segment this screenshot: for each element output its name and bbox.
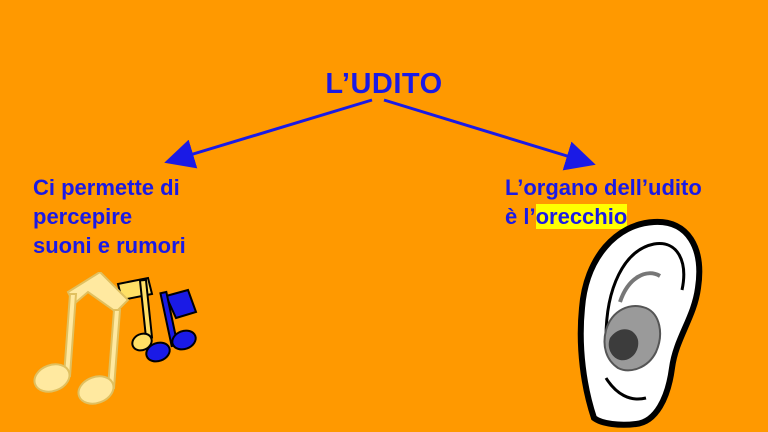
right-line-2-prefix: è l’ [505,204,536,229]
ear-antihelix [618,271,661,303]
big-note-icon [33,272,130,405]
ear-icon [577,218,703,428]
music-notes-icon [33,272,198,405]
right-line-1: L’organo dell’udito [505,175,702,200]
arrow-left [164,98,373,169]
highlighted-word: orecchio [535,204,628,229]
title: L’UDITO [325,68,443,100]
right-line-2: è l’orecchio [505,202,702,231]
left-text: Ci permette di percepire suoni e rumori [33,173,186,260]
right-text: L’organo dell’udito è l’orecchio [505,173,702,231]
small-yellow-note-icon [116,276,154,352]
ear-helix [604,242,686,339]
left-line-2: percepire [33,204,133,229]
ear-canal [608,329,639,361]
arrow-right [383,98,596,171]
left-line-3: suoni e rumori [33,233,186,258]
blue-note-icon [145,288,198,363]
left-line-1: Ci permette di [33,175,180,200]
ear-lobe [604,377,647,401]
